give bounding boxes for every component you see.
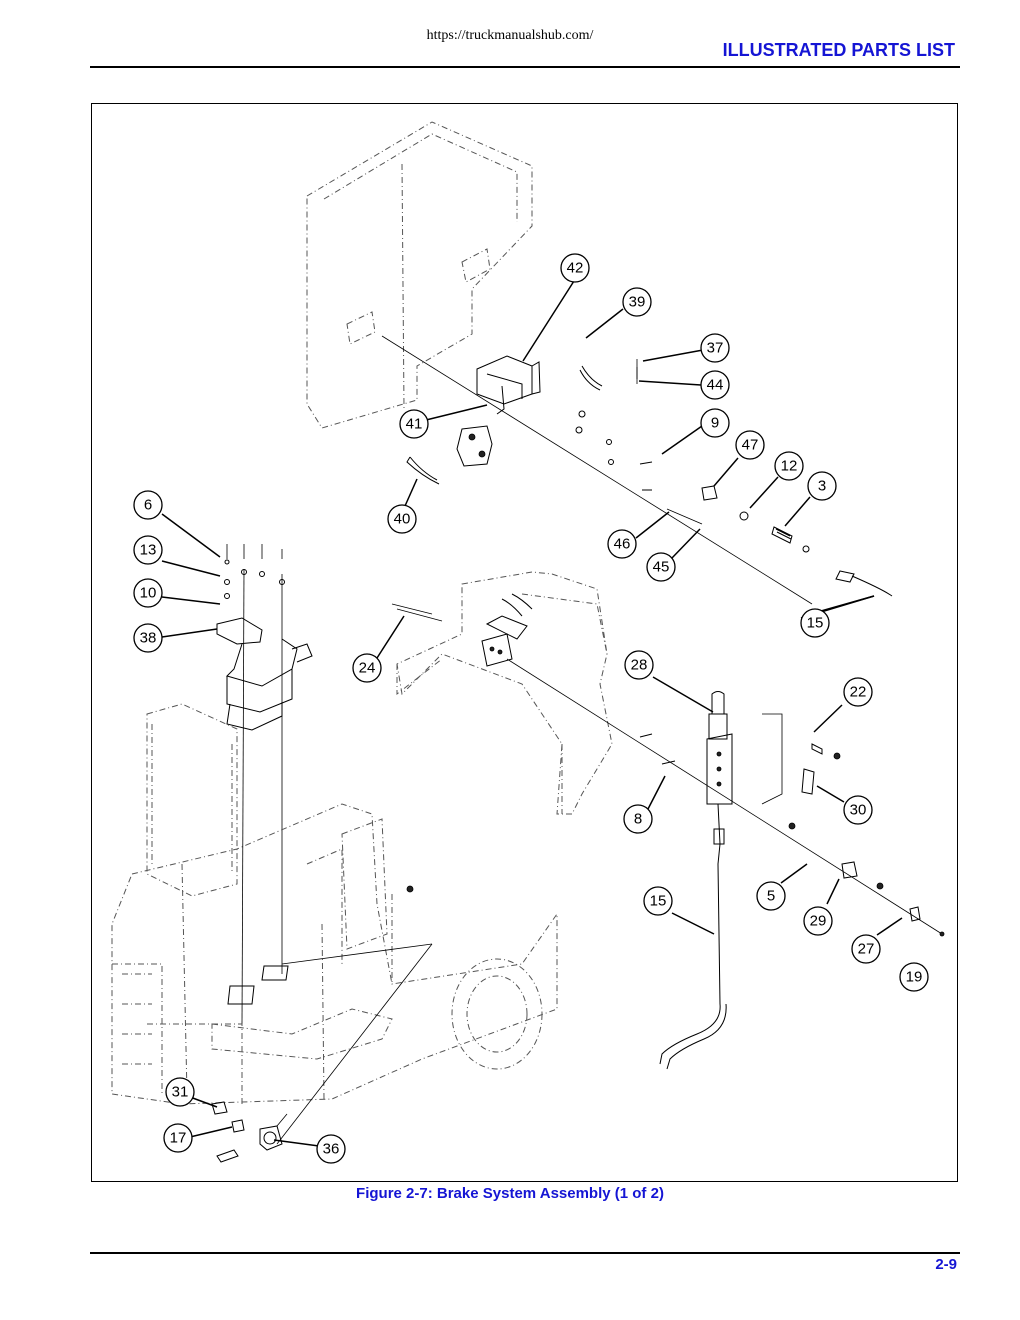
callout-30-label: 30 bbox=[850, 802, 867, 819]
callout-38-label: 38 bbox=[140, 630, 157, 647]
callout-47-label: 47 bbox=[742, 437, 759, 454]
footer-rule bbox=[90, 1252, 960, 1254]
callout-40-label: 40 bbox=[394, 511, 411, 528]
callout-44: 44 bbox=[700, 370, 730, 400]
brake-cable bbox=[276, 803, 727, 1145]
upper-brake-mechanism bbox=[381, 335, 893, 605]
callout-19-label: 19 bbox=[906, 969, 923, 986]
callout-12-label: 12 bbox=[781, 458, 798, 475]
brake-pedal-assembly bbox=[216, 544, 313, 1025]
brake-system-exploded-diagram: 42 39 37 44 41 9 47 12 3 40 46 45 15 6 1… bbox=[111, 121, 945, 1164]
callout-37-label: 37 bbox=[707, 340, 724, 357]
callout-17-label: 17 bbox=[170, 1130, 187, 1147]
figure-caption: Figure 2-7: Brake System Assembly (1 of … bbox=[356, 1185, 664, 1202]
section-title: ILLUSTRATED PARTS LIST bbox=[722, 40, 955, 60]
callout-9: 9 bbox=[700, 408, 730, 438]
callout-22: 22 bbox=[843, 677, 873, 707]
callout-47: 47 bbox=[735, 430, 765, 460]
callout-13: 13 bbox=[133, 535, 163, 565]
callout-6-label: 6 bbox=[144, 497, 152, 514]
callout-41: 41 bbox=[399, 409, 429, 439]
callout-27: 27 bbox=[851, 934, 881, 964]
leader-lines bbox=[161, 280, 903, 1147]
callout-24-label: 24 bbox=[359, 660, 376, 677]
callout-10-label: 10 bbox=[140, 585, 157, 602]
callout-15-lower-label: 15 bbox=[650, 893, 667, 910]
callout-12: 12 bbox=[774, 451, 804, 481]
callout-6: 6 bbox=[133, 490, 163, 520]
callout-24: 24 bbox=[352, 653, 382, 683]
callout-31-label: 31 bbox=[172, 1084, 189, 1101]
callout-15-upper: 15 bbox=[800, 608, 830, 638]
callout-9-label: 9 bbox=[711, 415, 719, 432]
page-number: 2-9 bbox=[935, 1256, 957, 1273]
upper-panel-outline bbox=[306, 121, 533, 429]
chassis-frame-outline bbox=[111, 703, 558, 1105]
callout-42-label: 42 bbox=[567, 260, 584, 277]
callout-5: 5 bbox=[756, 881, 786, 911]
right-frame-outline bbox=[396, 571, 613, 815]
callout-29: 29 bbox=[803, 906, 833, 936]
callout-41-label: 41 bbox=[406, 416, 423, 433]
callout-28: 28 bbox=[624, 650, 654, 680]
callout-8: 8 bbox=[623, 804, 653, 834]
callout-27-label: 27 bbox=[858, 941, 875, 958]
callout-36-label: 36 bbox=[323, 1141, 340, 1158]
callout-38: 38 bbox=[133, 623, 163, 653]
source-url: https://truckmanualshub.com/ bbox=[426, 28, 594, 43]
callout-45: 45 bbox=[646, 552, 676, 582]
callout-46: 46 bbox=[607, 529, 637, 559]
callout-28-label: 28 bbox=[631, 657, 648, 674]
callout-17: 17 bbox=[163, 1123, 193, 1153]
lower-brake-valve bbox=[211, 1101, 288, 1163]
callout-8-label: 8 bbox=[634, 811, 642, 828]
callout-22-label: 22 bbox=[850, 684, 867, 701]
callout-3-label: 3 bbox=[818, 478, 826, 495]
callout-44-label: 44 bbox=[707, 377, 724, 394]
callout-46-label: 46 bbox=[614, 536, 631, 553]
figure-frame: 42 39 37 44 41 9 47 12 3 40 46 45 15 6 1… bbox=[91, 103, 958, 1182]
callout-5-label: 5 bbox=[767, 888, 775, 905]
callout-31: 31 bbox=[165, 1077, 195, 1107]
callout-15-lower: 15 bbox=[643, 886, 673, 916]
callout-3: 3 bbox=[807, 471, 837, 501]
callout-29-label: 29 bbox=[810, 913, 827, 930]
header-rule bbox=[90, 66, 960, 68]
callout-36: 36 bbox=[316, 1134, 346, 1164]
callout-45-label: 45 bbox=[653, 559, 670, 576]
callout-37: 37 bbox=[700, 333, 730, 363]
callout-40: 40 bbox=[387, 504, 417, 534]
callout-42: 42 bbox=[560, 253, 590, 283]
parking-brake-handle-assembly bbox=[391, 593, 945, 937]
callout-19: 19 bbox=[899, 962, 929, 992]
callout-39-label: 39 bbox=[629, 294, 646, 311]
callout-30: 30 bbox=[843, 795, 873, 825]
callout-39: 39 bbox=[622, 287, 652, 317]
callout-15-upper-label: 15 bbox=[807, 615, 824, 632]
callout-13-label: 13 bbox=[140, 542, 157, 559]
callout-10: 10 bbox=[133, 578, 163, 608]
